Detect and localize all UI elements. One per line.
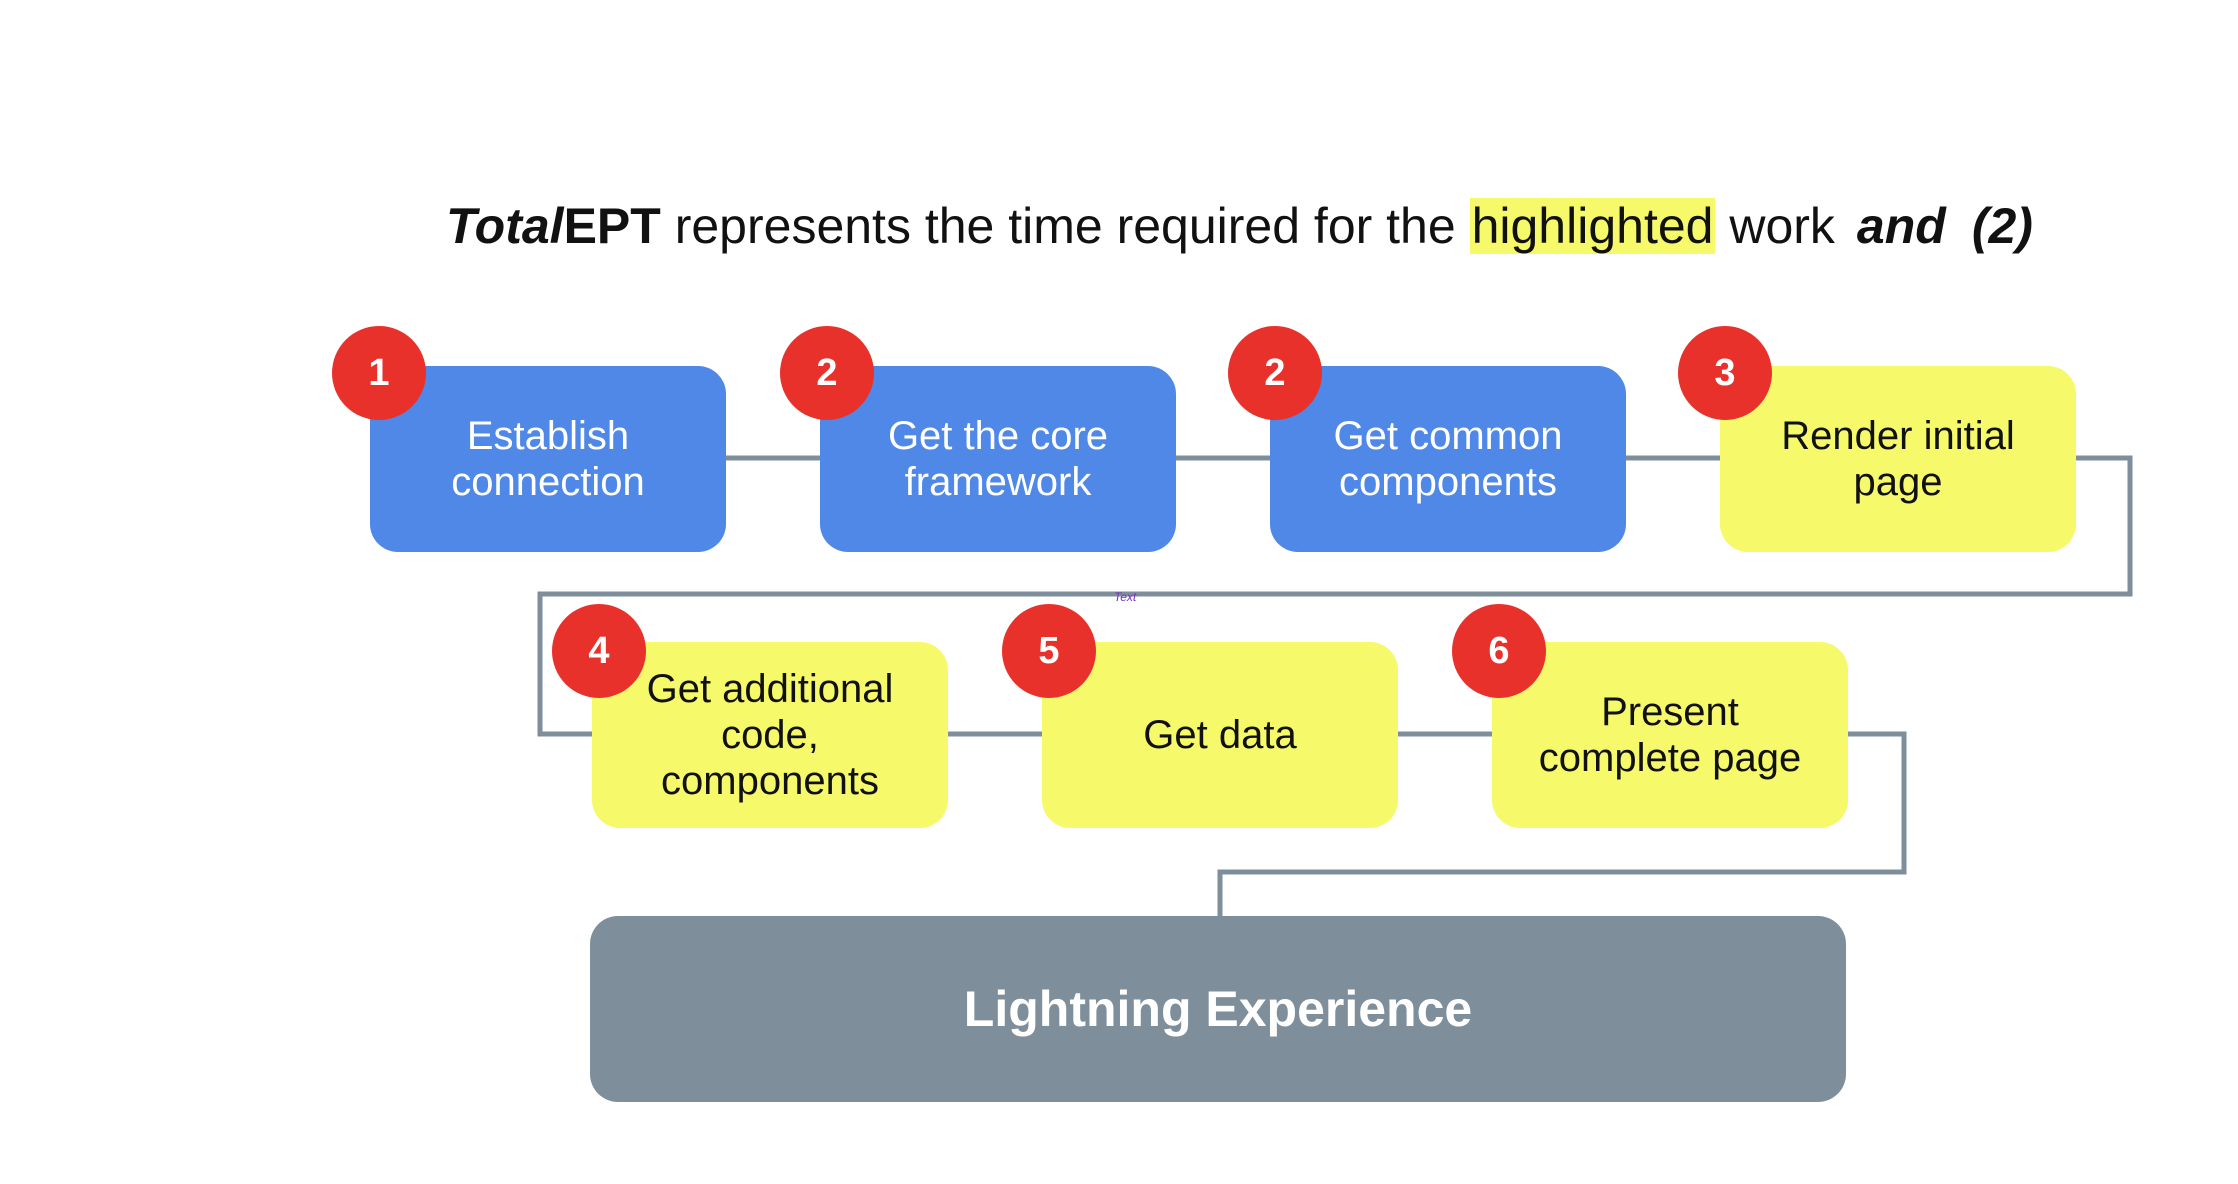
step-badge: 3	[1678, 326, 1772, 420]
title-work: work	[1715, 198, 1835, 254]
step-badge: 1	[332, 326, 426, 420]
step-get-additional-code: Get additional code, components	[592, 642, 948, 828]
step-label: Get the core framework	[887, 414, 1109, 504]
title-number: (2)	[1971, 198, 2033, 254]
footer-label: Lightning Experience	[963, 981, 1473, 1037]
diagram-title: TotalEPT represents the time required fo…	[446, 190, 2033, 262]
step-label: Get common components	[1333, 414, 1563, 504]
step-label: Get additional code, components	[646, 667, 894, 803]
title-and: and	[1856, 198, 1946, 254]
title-middle: represents the time required for the	[660, 198, 1470, 254]
step-label: Render initial page	[1781, 414, 2015, 504]
title-highlighted: highlighted	[1469, 198, 1716, 254]
step-render-initial-page: Render initial page	[1720, 366, 2076, 552]
step-badge: 4	[552, 604, 646, 698]
step-badge: 6	[1452, 604, 1546, 698]
title-total: Total	[446, 198, 564, 254]
title-ept: EPT	[563, 198, 661, 254]
step-establish-connection: Establish connection	[370, 366, 726, 552]
lightning-experience-box: Lightning Experience	[590, 916, 1846, 1102]
step-label: Get data	[1143, 713, 1297, 757]
connector-row2-to-footer	[1217, 731, 1907, 916]
step-badge: 2	[1228, 326, 1322, 420]
step-badge: 5	[1002, 604, 1096, 698]
step-get-common-components: Get common components	[1270, 366, 1626, 552]
step-label: Present complete page	[1538, 690, 1802, 780]
annotation-text: Text	[1114, 590, 1137, 604]
step-get-core-framework: Get the core framework	[820, 366, 1176, 552]
step-badge: 2	[780, 326, 874, 420]
step-label: Establish connection	[451, 414, 645, 504]
step-get-data: Get data	[1042, 642, 1398, 828]
step-present-complete-page: Present complete page	[1492, 642, 1848, 828]
